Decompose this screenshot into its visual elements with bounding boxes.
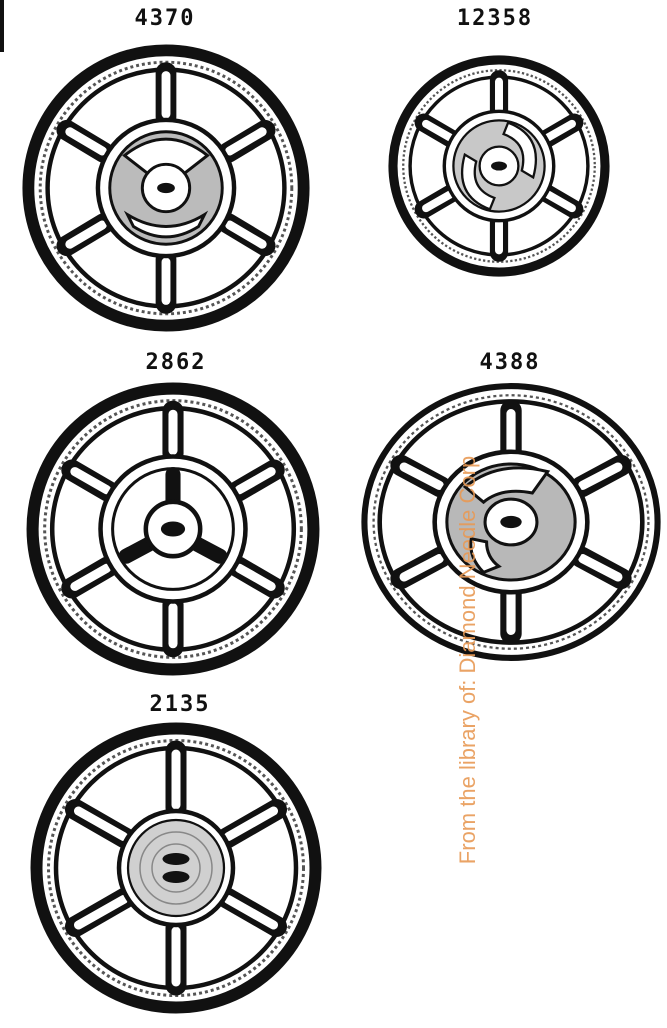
handwheel-4370-illustration — [18, 40, 314, 336]
wheel-label-2135: 2135 — [149, 692, 211, 717]
wheel-label-12358: 12358 — [456, 6, 534, 31]
page-edge-mark — [0, 0, 4, 52]
wheel-label-2862: 2862 — [145, 350, 207, 375]
wheel-label-4388: 4388 — [479, 350, 541, 375]
handwheel-2135-illustration — [26, 718, 326, 1018]
library-watermark-text: From the library of: Diamond Needle Corp — [455, 455, 480, 865]
handwheel-12358-illustration — [385, 52, 613, 280]
handwheel-4388-illustration — [358, 380, 664, 664]
wheel-label-4370: 4370 — [134, 6, 196, 31]
handwheel-2862-illustration — [22, 378, 324, 680]
